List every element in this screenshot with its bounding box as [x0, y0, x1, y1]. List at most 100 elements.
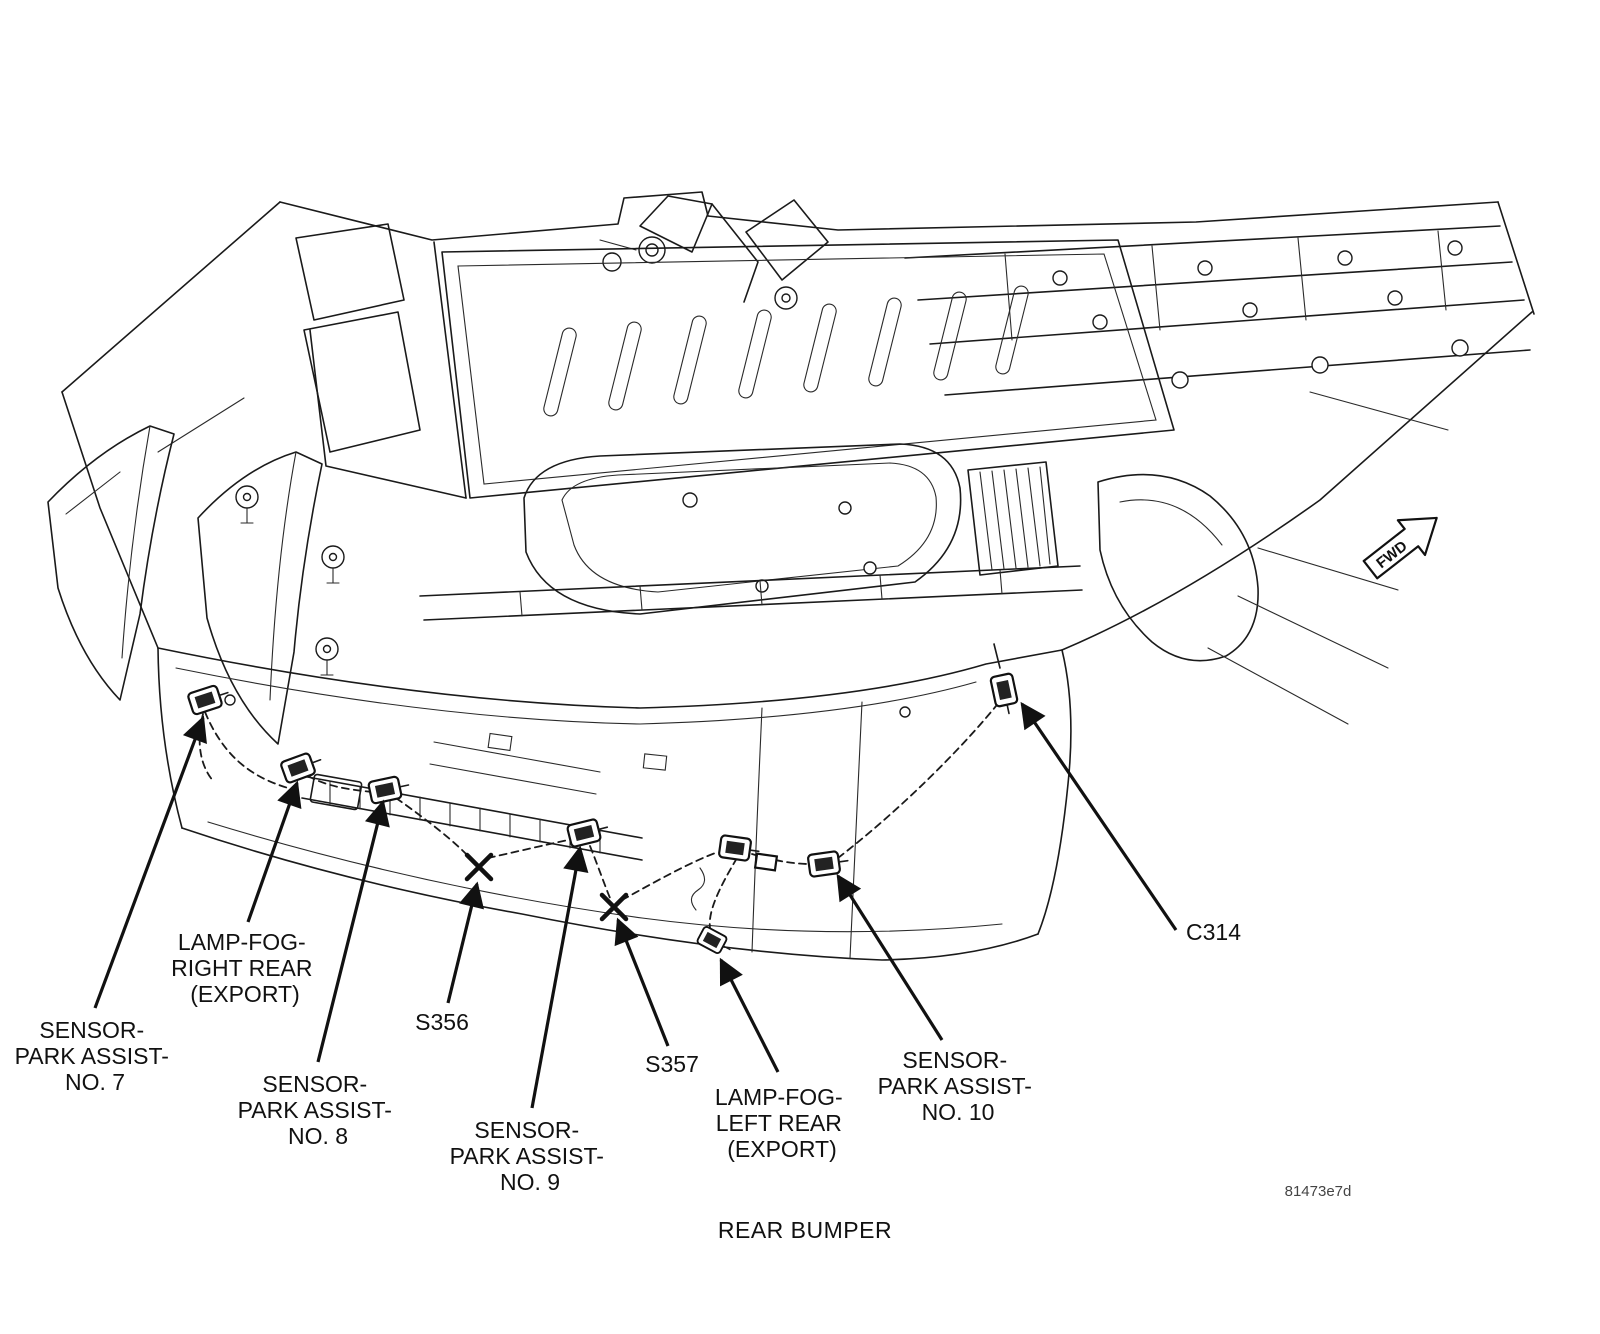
- splice-x-s357: [599, 892, 629, 922]
- tow-ring: [781, 293, 791, 303]
- floor-rib: [673, 315, 707, 405]
- body-top-edge: [279, 191, 1499, 241]
- splice-x-s356: [464, 852, 494, 882]
- bolt-hole: [1092, 314, 1108, 330]
- label-lamp-fog-left-rear: LAMP-FOG- LEFT REAR (EXPORT): [715, 1084, 849, 1162]
- index-leader-line: [1309, 391, 1449, 431]
- bolt-hole: [1197, 260, 1213, 276]
- park-sensor-9-connector: [565, 815, 612, 849]
- bolt-hole: [838, 501, 852, 515]
- index-leader-line: [1257, 547, 1399, 591]
- rear-bumper-fascia: [157, 647, 1072, 961]
- body-right-side-line: [1061, 311, 1533, 651]
- fascia-bottom-inner: [207, 821, 1003, 933]
- callout-arrows: [93, 701, 1178, 1109]
- harness-segment: [307, 775, 373, 793]
- mud-flap-outer: [197, 451, 323, 745]
- bolt-hole: [1337, 250, 1353, 266]
- label-c314: C314: [1186, 919, 1241, 945]
- crush-box: [967, 461, 1059, 576]
- bolt-hole: [1052, 270, 1068, 286]
- callout-arrow-fog-left: [719, 957, 780, 1073]
- fascia-top-inner: [175, 667, 977, 725]
- harness-segment: [837, 705, 997, 859]
- bumper-wiring-harness: [198, 705, 997, 929]
- label-sensor-park-assist-10: SENSOR- PARK ASSIST- NO. 10: [878, 1047, 1039, 1125]
- label-line: RIGHT REAR: [171, 955, 312, 981]
- callout-labels: SENSOR- PARK ASSIST- NO. 7 LAMP-FOG- RIG…: [15, 919, 1242, 1195]
- strut-line: [711, 203, 759, 303]
- bolt-hole: [602, 252, 622, 272]
- fascia-left-edge: [157, 647, 183, 829]
- callout-arrow-c314: [1020, 701, 1178, 931]
- label-line: PARK ASSIST-: [878, 1073, 1032, 1099]
- frame-rail: [904, 225, 1501, 259]
- index-leader-line: [1207, 647, 1349, 725]
- callout-arrow-s357: [614, 917, 670, 1047]
- fog-lamp-left-connector: [717, 833, 762, 864]
- floor-rib: [995, 285, 1029, 375]
- fascia-bottom-edge: [181, 827, 1039, 961]
- fascia-bracket: [642, 753, 668, 771]
- bolt-hole: [1387, 290, 1403, 306]
- floor-rib: [868, 297, 902, 387]
- bolt-hole: [1447, 240, 1463, 256]
- wire-pigtail: [690, 867, 706, 911]
- callout-arrow-sensor-7: [93, 715, 207, 1009]
- harness-segment: [204, 711, 289, 789]
- mud-flap-crease: [121, 425, 151, 659]
- frame-rail: [929, 299, 1525, 345]
- rail-crossmember: [1004, 230, 1447, 341]
- label-sensor-park-assist-9: SENSOR- PARK ASSIST- NO. 9: [450, 1117, 611, 1195]
- harness-segment: [589, 845, 611, 899]
- floor-rib: [543, 327, 577, 417]
- rear-crossmember: [419, 565, 1083, 621]
- label-line: LAMP-FOG-: [715, 1084, 843, 1110]
- label-line: LAMP-FOG-: [178, 929, 306, 955]
- index-leader-line: [1237, 595, 1389, 669]
- mud-flap-crease: [269, 451, 297, 701]
- callout-arrow-sensor-8: [316, 799, 390, 1063]
- floor-rib: [933, 291, 967, 381]
- floor-rib: [738, 309, 772, 399]
- screw-hole: [224, 694, 236, 706]
- label-line: NO. 7: [65, 1069, 125, 1095]
- floor-pan-inner: [457, 253, 1157, 485]
- fascia-right-edge: [1037, 649, 1072, 935]
- callout-arrow-s356: [446, 881, 484, 1004]
- label-s356: S356: [415, 1009, 469, 1035]
- fog-lamp-left-housing: [753, 852, 779, 872]
- label-line: PARK ASSIST-: [450, 1143, 604, 1169]
- label-line: SENSOR-: [474, 1117, 579, 1143]
- bolt-hole: [1242, 302, 1258, 318]
- screw-hole: [899, 706, 911, 718]
- park-sensor-8-connector: [366, 773, 412, 805]
- hanging-pigtail-connector: [695, 924, 736, 959]
- callout-arrow-sensor-9: [530, 845, 589, 1109]
- label-s357: S357: [645, 1051, 699, 1077]
- label-line: NO. 9: [500, 1169, 560, 1195]
- frame-rail: [917, 261, 1513, 301]
- spare-tire-well: [523, 443, 962, 615]
- fascia-seam: [751, 707, 763, 953]
- bolt-hole: [1451, 339, 1469, 357]
- label-line: SENSOR-: [902, 1047, 1007, 1073]
- fascia-seam: [849, 701, 863, 959]
- mud-flap-outer: [47, 425, 175, 701]
- floor-rib: [803, 303, 837, 393]
- tow-bracket: [745, 199, 829, 281]
- c314-connector: [989, 671, 1021, 717]
- quarter-panel-line: [309, 329, 467, 499]
- callout-arrow-sensor-10: [836, 873, 944, 1041]
- figure-id: 81473e7d: [1285, 1183, 1352, 1200]
- harness-segment: [621, 851, 719, 901]
- license-recess: [429, 741, 601, 795]
- label-line: NO. 10: [922, 1099, 995, 1125]
- bolt-hole: [682, 492, 698, 508]
- floor-pan-outline: [441, 239, 1175, 499]
- index-leader-line: [65, 471, 121, 515]
- bolt-hole: [755, 579, 769, 593]
- fascia-bracket: [487, 732, 513, 752]
- c314-stem: [993, 643, 1001, 669]
